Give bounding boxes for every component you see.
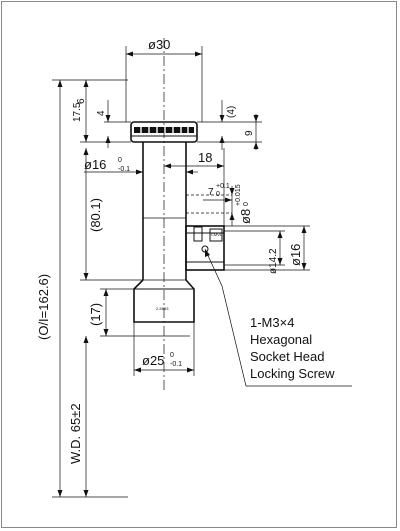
- dim-ring-right: (4) 9: [197, 100, 262, 150]
- shaft-tol-lower: -0.1: [118, 166, 130, 173]
- top-mount: [130, 121, 198, 143]
- port-depth-tol-upper: +0.1: [216, 183, 230, 190]
- callout-line-3: Socket Head: [250, 349, 324, 364]
- screw-callout-leader: [204, 248, 352, 387]
- dim-body-length: (80.1): [80, 148, 143, 281]
- nose-tol-lower: -0.1: [170, 361, 182, 368]
- ring-offset-label: 4: [96, 110, 107, 116]
- shaft-diameter-label: ø16: [84, 157, 106, 172]
- dim-overall-length: (O/I=162.6): [36, 79, 128, 498]
- nose-tol-upper: 0: [170, 352, 174, 359]
- fitting-engraving: CMVL: [211, 232, 223, 237]
- dim-nose-length: (17): [88, 288, 190, 337]
- screw-callout: 1-M3×4 Hexagonal Socket Head Locking Scr…: [250, 315, 335, 381]
- top-height-label: 17.5: [72, 102, 83, 122]
- dim-nose-diameter: ø25 0 -0.1: [133, 322, 195, 376]
- dim-ring-left: 4 6: [76, 98, 131, 148]
- fitting-body: [185, 225, 225, 271]
- dim-shaft-diameter: ø16 0 -0.1: [84, 157, 198, 175]
- dim-flange: ø14.2 ø16: [224, 225, 310, 274]
- dim-side-offset: 18: [164, 148, 225, 226]
- callout-line-1: 1-M3×4: [250, 315, 294, 330]
- overall-length-label: (O/I=162.6): [36, 274, 51, 340]
- port-tol-lower: 0: [243, 202, 250, 206]
- nose-diameter-label: ø25: [142, 353, 164, 368]
- flange-diameter-label: ø14.2: [268, 248, 279, 274]
- port-tol-upper: +0.015: [235, 184, 242, 206]
- working-distance-label: W.D. 65±2: [68, 403, 83, 464]
- top-diameter-label: ø30: [148, 37, 170, 52]
- ring-thickness-label: 9: [244, 130, 255, 136]
- shaft-tol-upper: 0: [118, 157, 122, 164]
- ring-gap-label: (4): [226, 106, 237, 118]
- port-depth-label: 7: [208, 187, 214, 198]
- lens-shaft: [142, 142, 187, 281]
- dim-working-distance: W.D. 65±2: [68, 336, 89, 497]
- callout-line-2: Hexagonal: [250, 332, 312, 347]
- dim-top-height: 17.5: [72, 80, 131, 143]
- dim-port-depth: 7 +0.1 0: [203, 183, 232, 203]
- flange-outer-label: ø16: [288, 244, 303, 266]
- port-depth-tol-lower: 0: [216, 191, 220, 198]
- dim-top-diameter: ø30: [125, 37, 203, 122]
- side-port-fitting: CMVL: [185, 194, 232, 271]
- nose-piece: 2-5883: [133, 279, 195, 323]
- body-length-label: (80.1): [88, 198, 103, 232]
- port-diameter-label: ø8: [238, 209, 253, 224]
- mount-ring-knurl: [134, 127, 194, 133]
- nose-engraving: 2-5883: [156, 306, 169, 311]
- dim-port-diameter: ø8 +0.015 0: [229, 184, 253, 226]
- callout-line-4: Locking Screw: [250, 366, 335, 381]
- nose-length-label: (17): [88, 303, 103, 326]
- top-height-small-label: 6: [76, 98, 87, 104]
- side-offset-label: 18: [198, 150, 212, 165]
